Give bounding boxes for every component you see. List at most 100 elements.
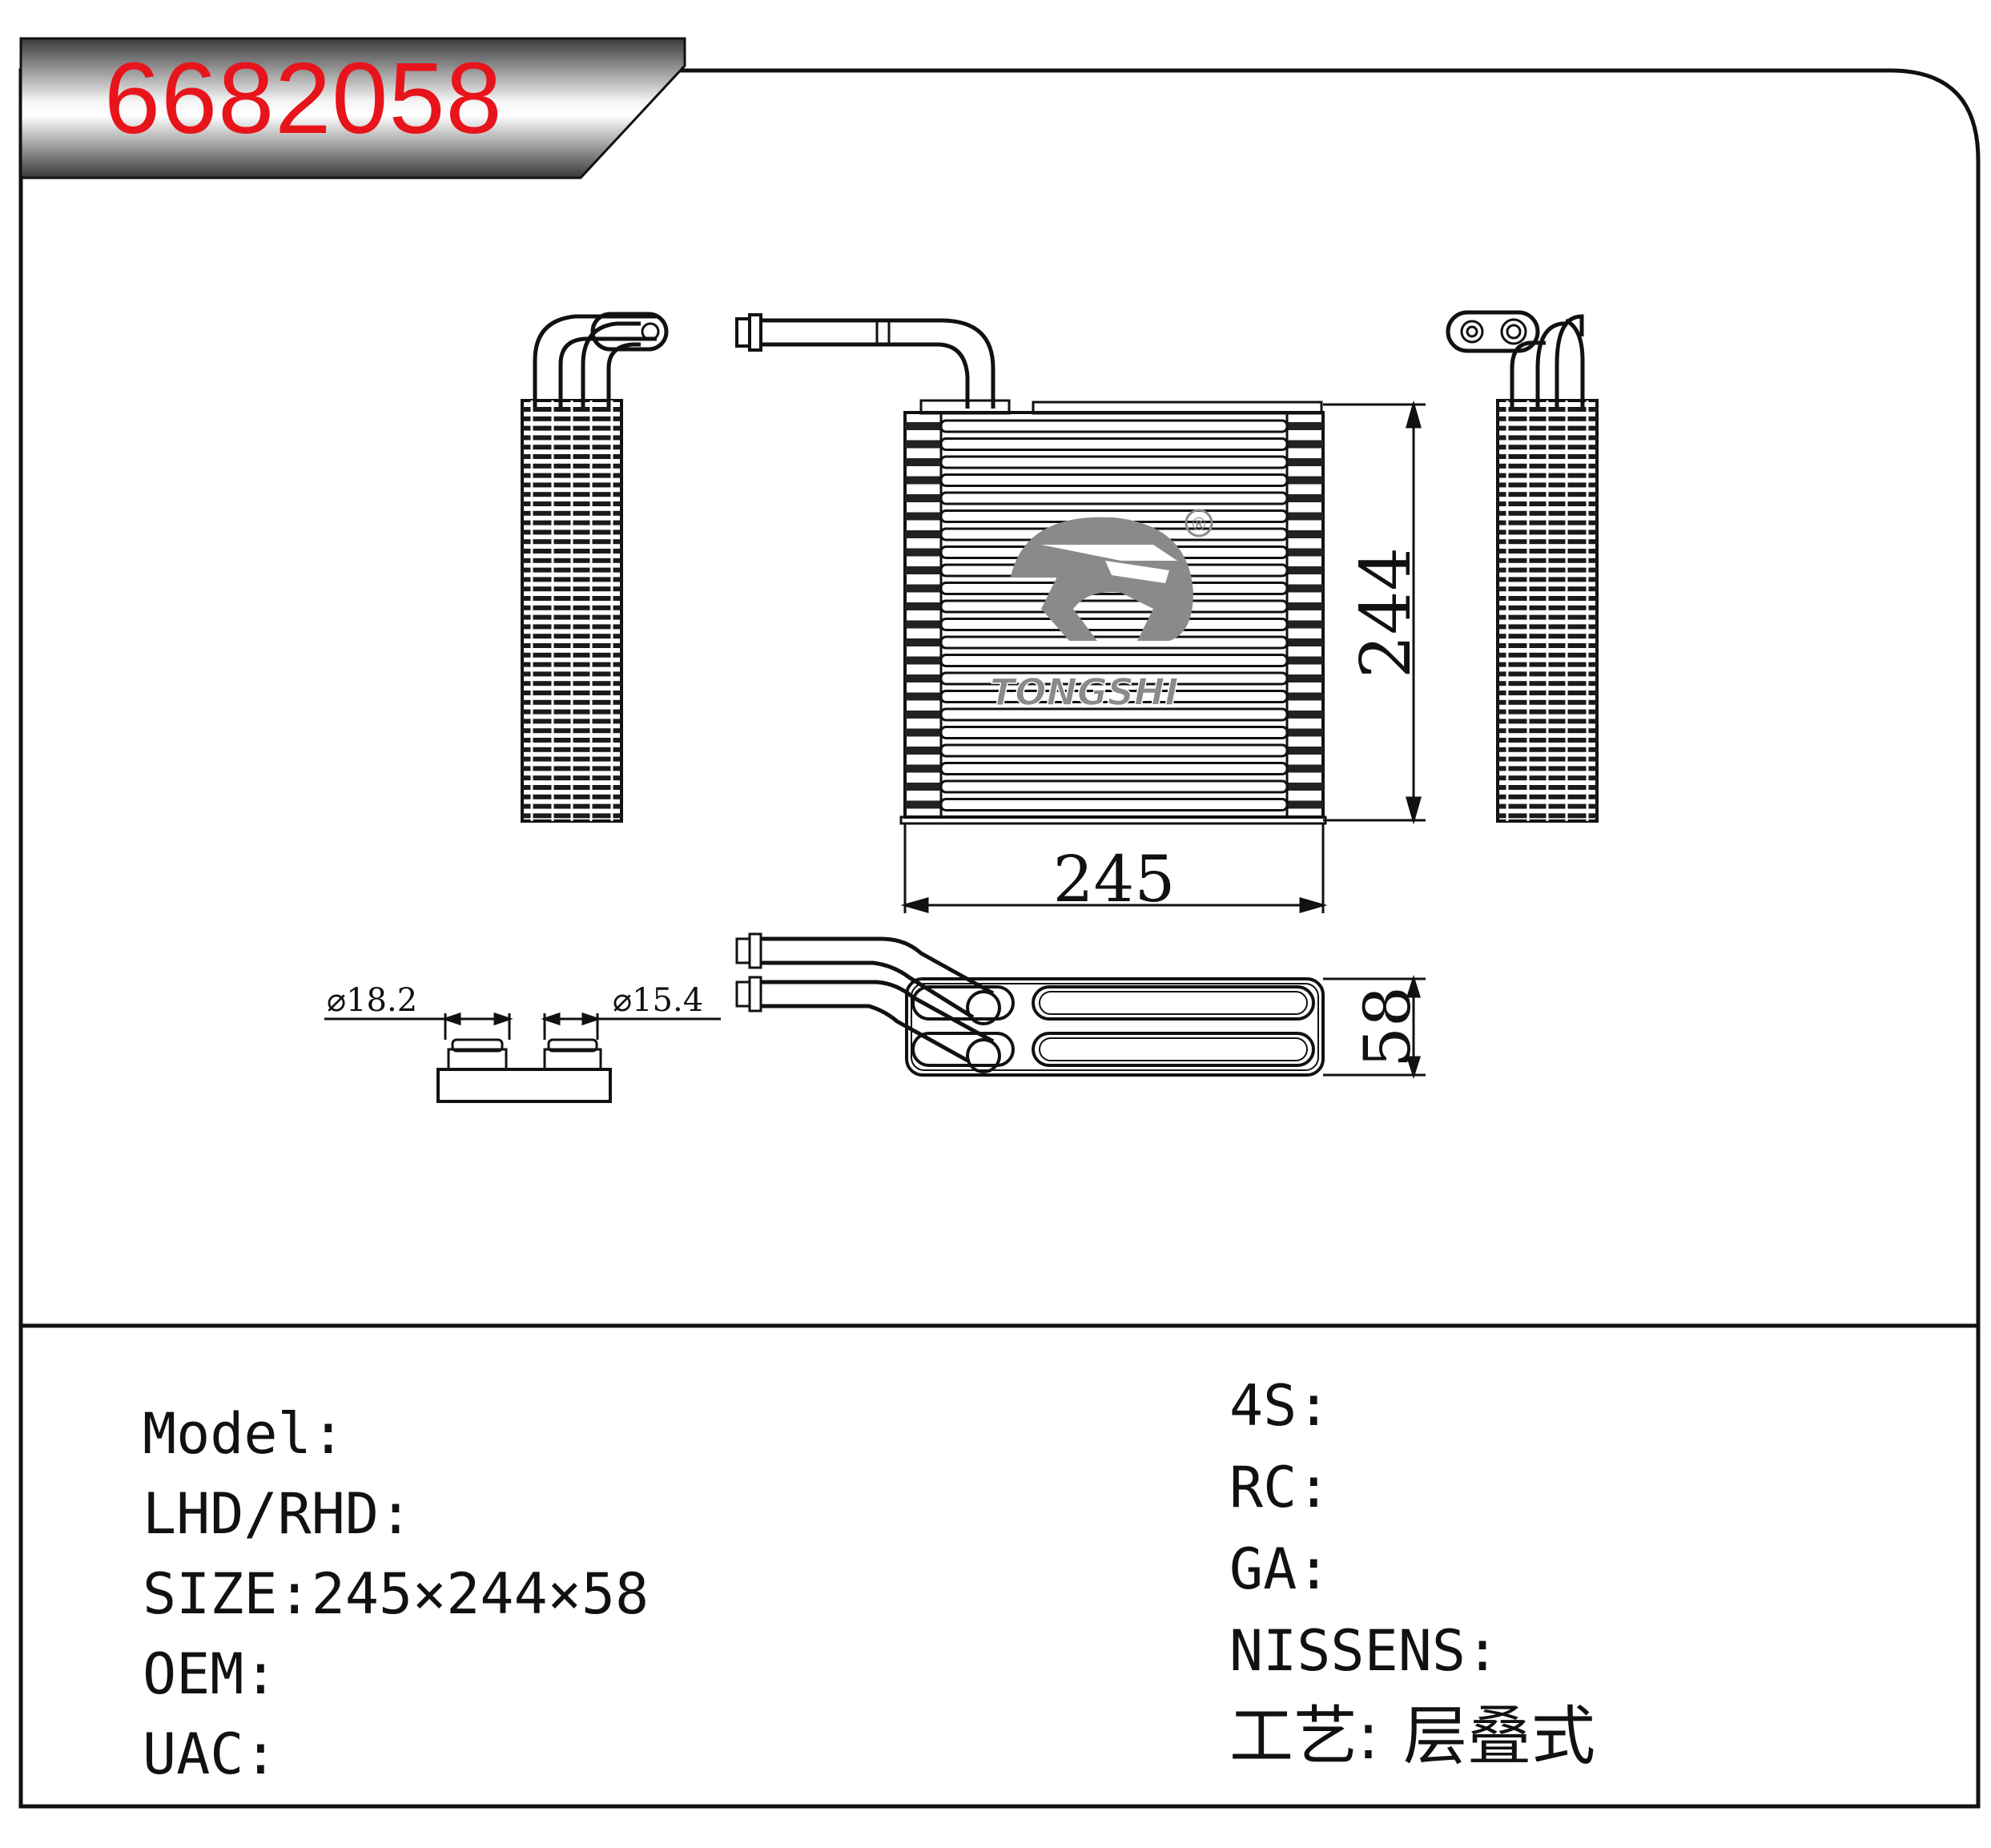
left-tank-fin	[905, 494, 941, 502]
depth-dimension	[1323, 975, 1426, 1079]
spec-process-label: 工艺:	[1229, 1699, 1379, 1774]
sheet-frame	[18, 68, 1981, 1809]
right-tank-fin	[1287, 422, 1323, 430]
right-tank-fin	[1287, 512, 1323, 521]
core-tube	[939, 599, 1289, 614]
right-tank-fin	[1287, 440, 1323, 449]
left-side-fins	[522, 401, 621, 821]
right-tank-fin	[1287, 674, 1323, 682]
spec-4s-label: 4S:	[1229, 1373, 1331, 1439]
core-tube	[939, 743, 1289, 758]
right-tank-fin	[1287, 620, 1323, 629]
right-tank-fin	[1287, 764, 1323, 773]
spec-oem: OEM:	[143, 1646, 278, 1702]
spec-nissens-label: NISSENS:	[1229, 1618, 1500, 1684]
brand-text: TONGSHI	[990, 670, 1178, 714]
height-label: 244	[1346, 547, 1426, 678]
left-tank-fin	[905, 530, 941, 538]
spec-size-value: 245×244×58	[311, 1561, 650, 1627]
outlet-diameter-label: ⌀15.4	[613, 982, 703, 1019]
bottom-view	[735, 932, 1325, 1077]
right-tank-fin	[1287, 530, 1323, 538]
left-tank-fin	[905, 747, 941, 755]
left-tank-fin	[905, 656, 941, 665]
right-tank-fin	[1287, 656, 1323, 665]
right-side-view	[1446, 310, 1599, 823]
core-tube	[939, 473, 1289, 487]
right-tank-fin	[1287, 602, 1323, 610]
spec-model-label: Model:	[143, 1401, 345, 1467]
spec-process-value: 层叠式	[1402, 1699, 1595, 1774]
left-tank-fin	[905, 440, 941, 449]
left-tank-fin	[905, 620, 941, 629]
front-core-fins	[905, 413, 1323, 817]
right-tank-fin	[1287, 458, 1323, 466]
height-dimension	[1323, 400, 1426, 825]
core-tube	[939, 455, 1289, 469]
spec-size-label: SIZE:	[143, 1561, 312, 1627]
left-tank-fin	[905, 422, 941, 430]
front-view	[735, 313, 1327, 825]
left-tank-fin	[905, 584, 941, 593]
right-tank-fin	[1287, 548, 1323, 557]
left-tank-fin	[905, 566, 941, 574]
spec-size: SIZE:245×244×58	[143, 1566, 649, 1622]
left-tank-fin	[905, 692, 941, 701]
left-tank-fin	[905, 638, 941, 646]
depth-label: 58	[1350, 986, 1425, 1068]
core-tube	[939, 419, 1289, 433]
core-tube	[939, 779, 1289, 794]
core-tube	[939, 762, 1289, 775]
right-side-fins	[1498, 401, 1597, 821]
spec-lhd-rhd: LHD/RHD:	[143, 1486, 412, 1542]
spec-rc: RC:	[1229, 1459, 1330, 1516]
spec-ga-label: GA:	[1229, 1536, 1331, 1602]
left-tank-fin	[905, 602, 941, 610]
spec-model: Model:	[143, 1406, 345, 1462]
left-tank-fin	[905, 548, 941, 557]
spec-nissens: NISSENS:	[1229, 1623, 1499, 1679]
right-tank-fin	[1287, 783, 1323, 791]
right-tank-fin	[1287, 692, 1323, 701]
tongshi-logo: ® TONGSHI	[989, 509, 1213, 715]
spec-oem-label: OEM:	[143, 1641, 278, 1707]
width-dimension	[900, 823, 1328, 913]
core-tube	[939, 635, 1289, 650]
left-tank-fin	[905, 458, 941, 466]
left-tank-fin	[905, 711, 941, 719]
core-tube	[939, 654, 1289, 667]
right-tank-fin	[1287, 747, 1323, 755]
core-tube	[939, 491, 1289, 505]
spec-ga: GA:	[1229, 1541, 1330, 1597]
core-tube	[939, 798, 1289, 811]
spec-process: 工艺:层叠式	[1229, 1705, 1595, 1769]
spec-uac: UAC:	[143, 1726, 278, 1782]
spec-4s: 4S:	[1229, 1378, 1330, 1434]
left-tank-fin	[905, 728, 941, 737]
fitting-detail	[324, 1012, 721, 1103]
part-number: 6682058	[104, 42, 503, 155]
right-tank-fin	[1287, 711, 1323, 719]
core-tube	[939, 437, 1289, 451]
left-tank-fin	[905, 512, 941, 521]
left-tank-fin	[905, 674, 941, 682]
right-tank-fin	[1287, 728, 1323, 737]
right-tank-fin	[1287, 494, 1323, 502]
right-tank-fin	[1287, 800, 1323, 809]
left-tank-fin	[905, 764, 941, 773]
core-tube	[939, 618, 1289, 631]
left-side-view	[521, 312, 669, 823]
spec-lhd-rhd-label: LHD/RHD:	[143, 1481, 413, 1547]
inlet-diameter-label: ⌀18.2	[327, 982, 417, 1019]
header-tab	[19, 37, 686, 179]
right-tank-fin	[1287, 638, 1323, 646]
registered-mark: ®	[1190, 515, 1208, 535]
core-tube	[939, 726, 1289, 739]
left-tank-fin	[905, 783, 941, 791]
width-label: 245	[1053, 842, 1176, 916]
left-tank-fin	[905, 476, 941, 485]
right-tank-fin	[1287, 584, 1323, 593]
right-tank-fin	[1287, 566, 1323, 574]
right-tank-fin	[1287, 476, 1323, 485]
